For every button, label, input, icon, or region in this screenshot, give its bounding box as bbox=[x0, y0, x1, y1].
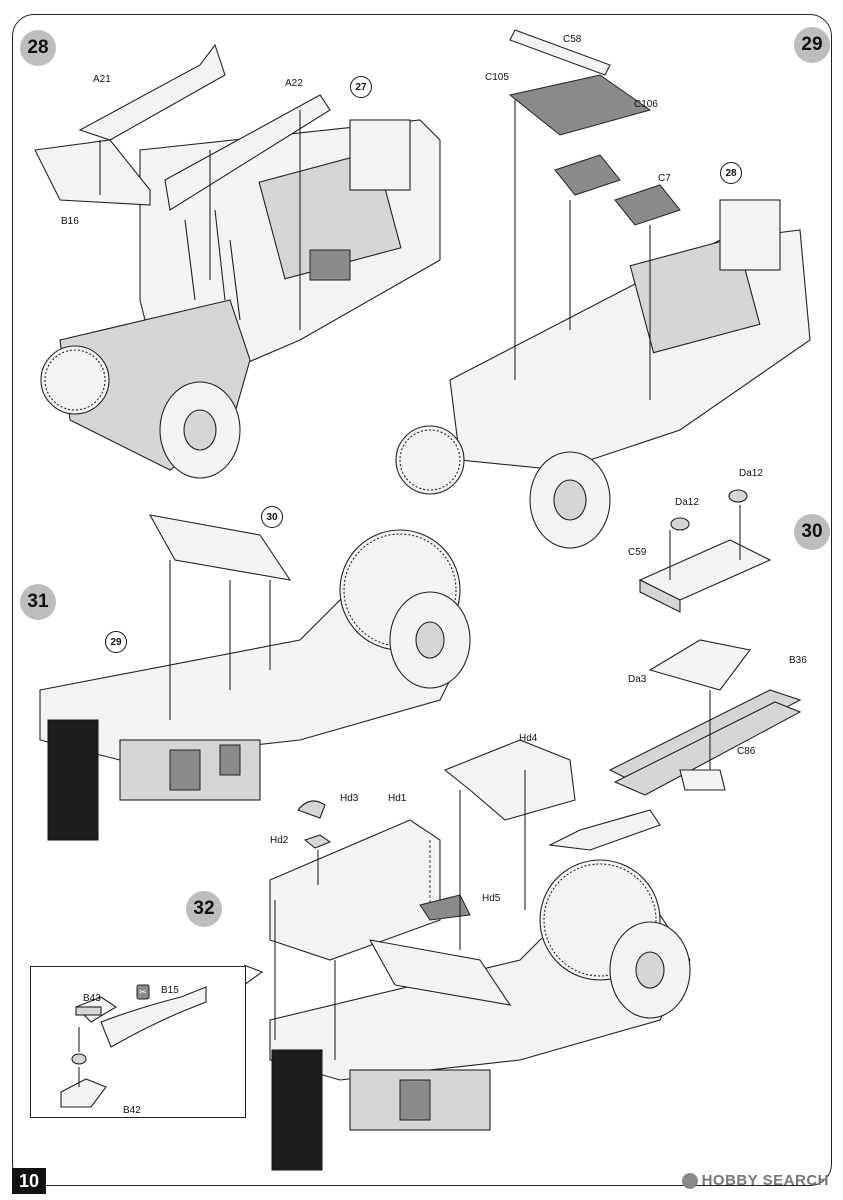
detail-inset-box: B43 B15 B42 ✂ bbox=[30, 966, 246, 1118]
part-label-c105: C105 bbox=[485, 72, 509, 83]
watermark: HOBBY SEARCH bbox=[681, 1172, 829, 1189]
part-label-b36: B36 bbox=[789, 655, 807, 666]
step-number-28: 28 bbox=[20, 30, 56, 66]
part-label-a22: A22 bbox=[285, 78, 303, 89]
step-30-assembly bbox=[608, 489, 802, 796]
inset-drawing bbox=[60, 984, 207, 1108]
part-label-hd4: Hd4 bbox=[519, 733, 538, 744]
cutting-tool-icon: ✂ bbox=[139, 987, 147, 997]
part-label-da12-right: Da12 bbox=[739, 468, 763, 479]
part-label-b42: B42 bbox=[123, 1105, 141, 1116]
part-label-a21: A21 bbox=[93, 74, 111, 85]
part-label-c106: C106 bbox=[634, 99, 658, 110]
ref-step-27: 27 bbox=[350, 76, 372, 98]
part-label-c7: C7 bbox=[658, 173, 671, 184]
watermark-logo-icon bbox=[681, 1172, 698, 1189]
step-number-32: 32 bbox=[186, 891, 222, 927]
part-label-c59: C59 bbox=[628, 547, 647, 558]
part-label-hd1: Hd1 bbox=[388, 793, 407, 804]
step-32-assembly bbox=[243, 739, 691, 1171]
step-29-assembly bbox=[395, 29, 811, 549]
part-label-da3: Da3 bbox=[628, 674, 647, 685]
part-label-hd5: Hd5 bbox=[482, 893, 501, 904]
part-label-hd3: Hd3 bbox=[340, 793, 359, 804]
part-label-b16: B16 bbox=[61, 216, 79, 227]
step-31-assembly bbox=[39, 514, 471, 841]
part-label-hd2: Hd2 bbox=[270, 835, 289, 846]
part-label-da12-left: Da12 bbox=[675, 497, 699, 508]
ref-step-30: 30 bbox=[261, 506, 283, 528]
part-label-b43: B43 bbox=[83, 993, 101, 1004]
part-label-c86: C86 bbox=[737, 746, 756, 757]
step-28-assembly bbox=[34, 43, 441, 479]
ref-step-28: 28 bbox=[720, 162, 742, 184]
instruction-sheet-border bbox=[12, 14, 832, 1186]
part-label-c58: C58 bbox=[563, 34, 582, 45]
part-label-b15: B15 bbox=[161, 985, 179, 996]
step-number-29: 29 bbox=[794, 27, 830, 63]
page-number-tab: 10 bbox=[12, 1168, 46, 1194]
watermark-text: HOBBY SEARCH bbox=[701, 1172, 829, 1189]
ref-step-29: 29 bbox=[105, 631, 127, 653]
step-number-31: 31 bbox=[20, 584, 56, 620]
step-number-30: 30 bbox=[794, 514, 830, 550]
